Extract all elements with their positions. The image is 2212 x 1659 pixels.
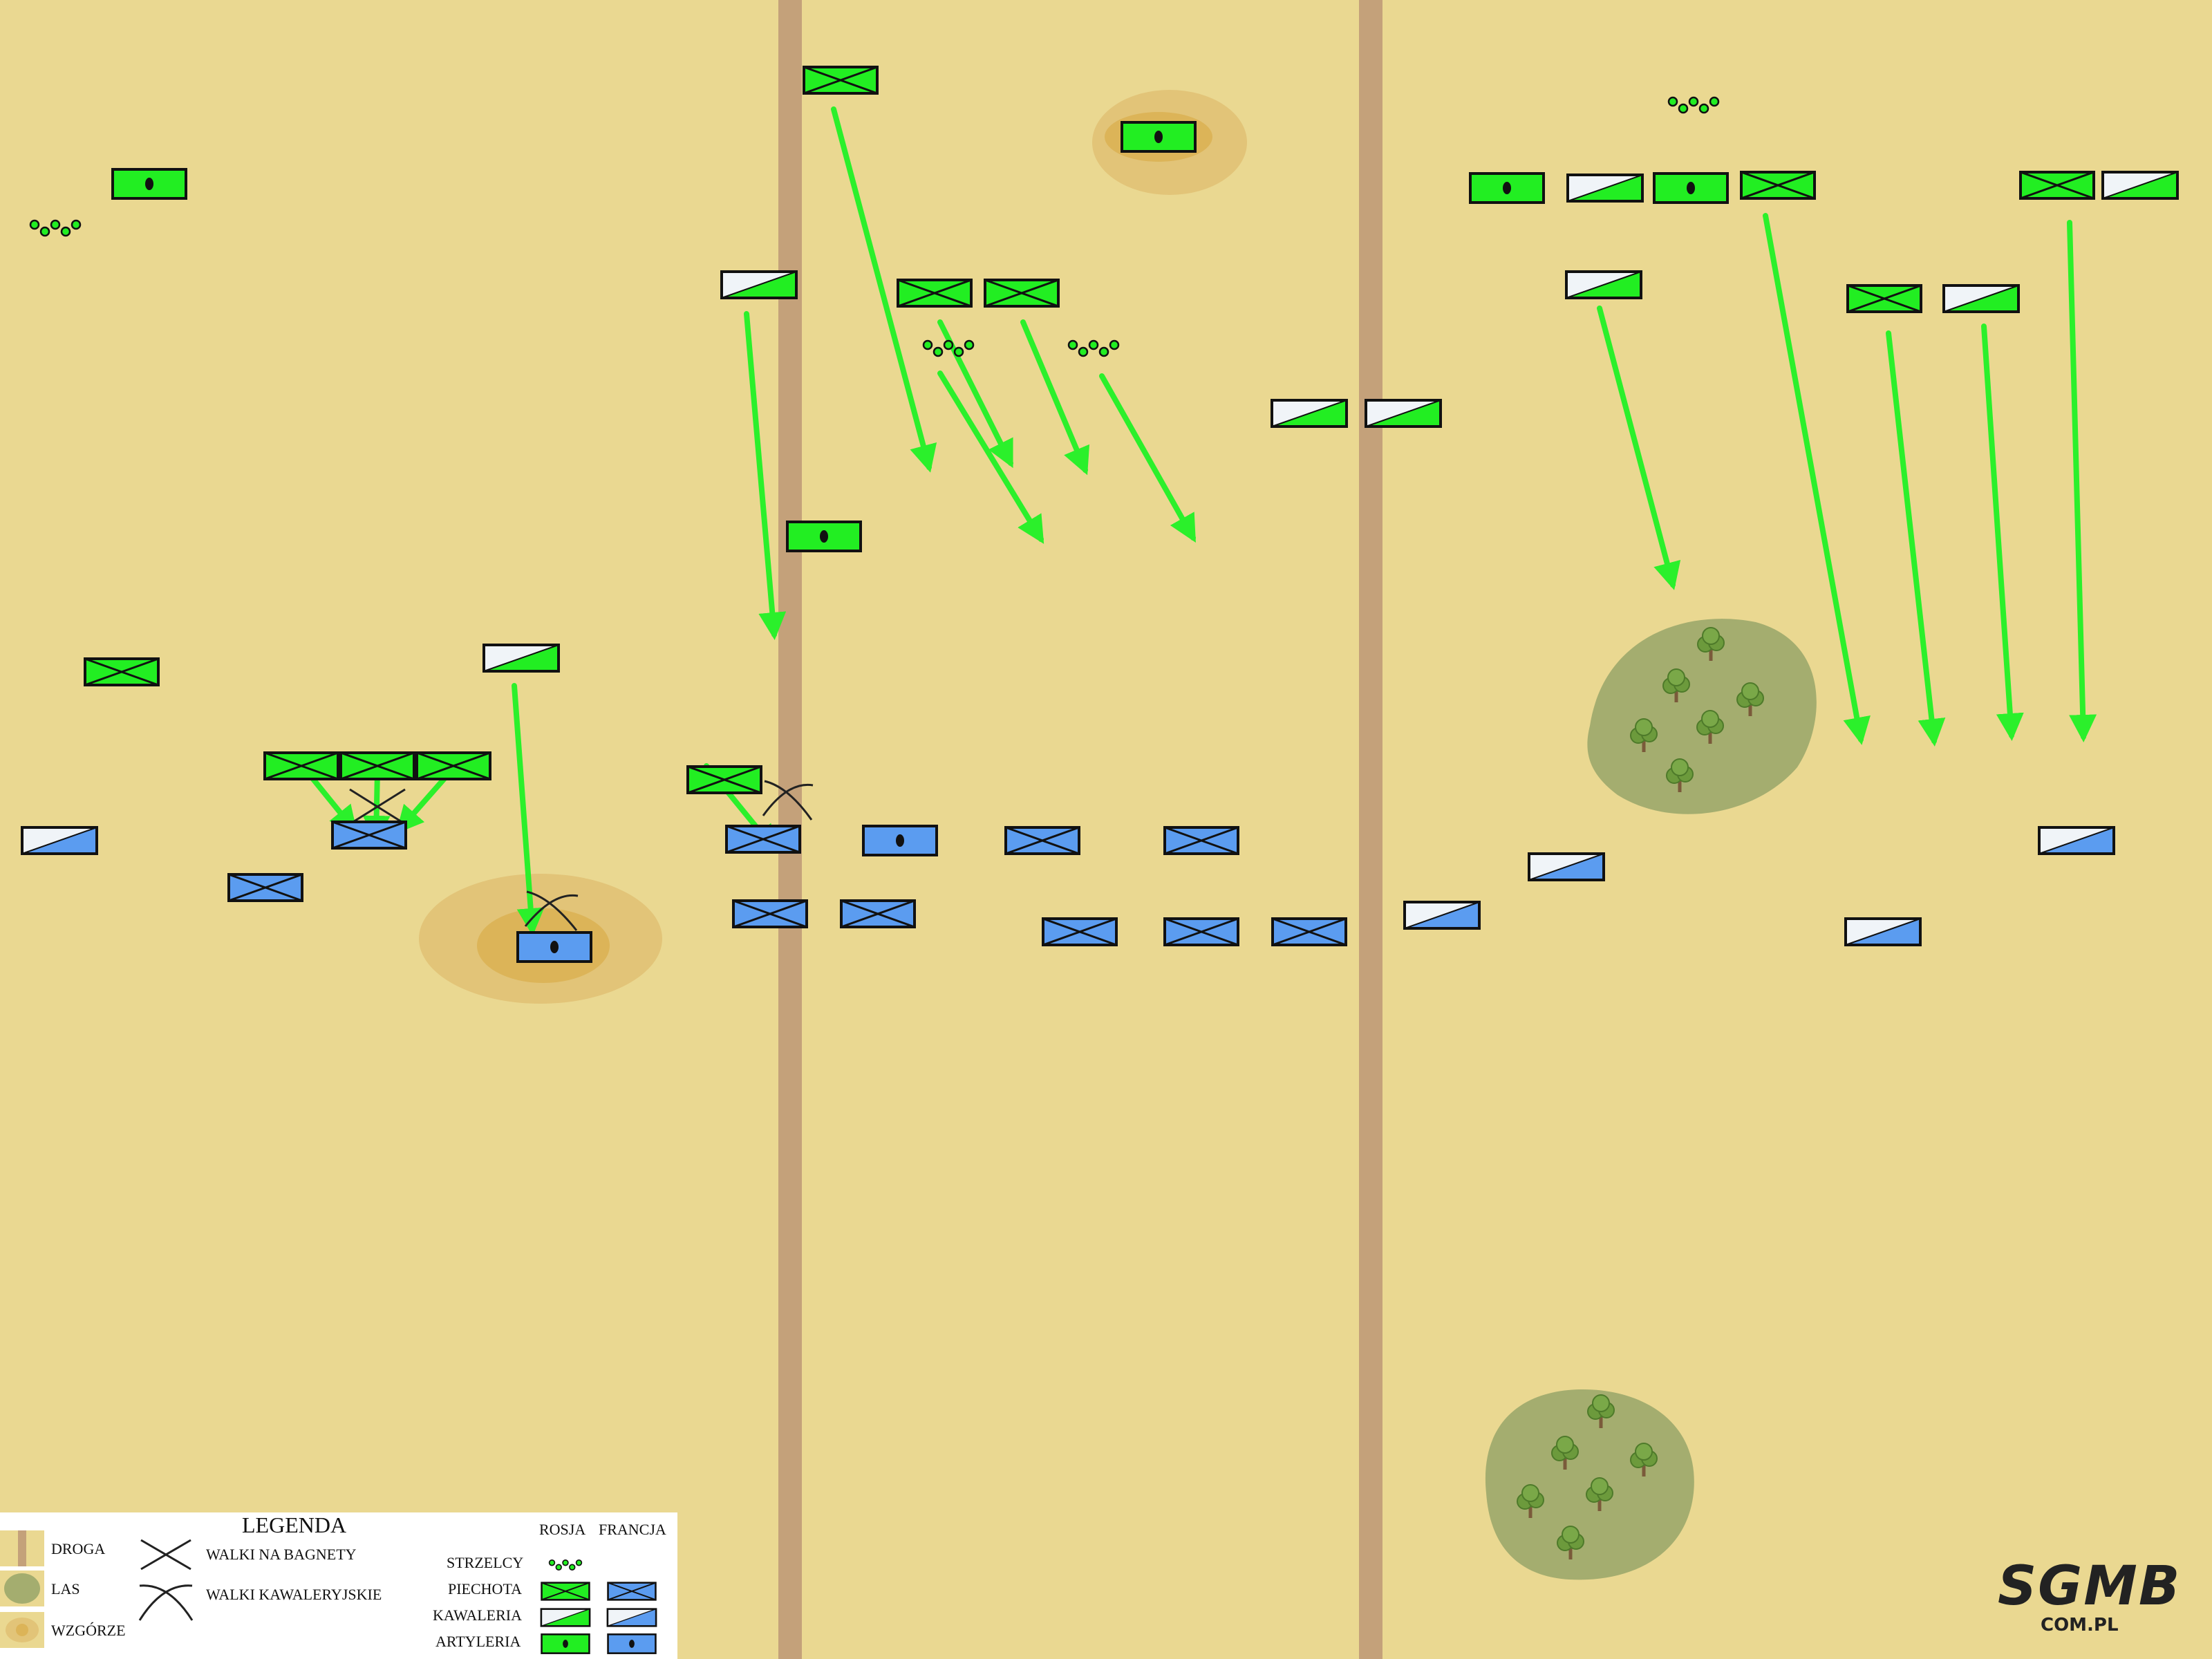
crossed-sabres-icon <box>138 1584 194 1621</box>
russia-infantry-unit <box>1846 284 1922 313</box>
russia-infantry-unit <box>415 751 491 780</box>
russia-cavalry-unit <box>1942 284 2020 313</box>
movement-arrow <box>395 769 453 834</box>
france-infantry-unit <box>1042 917 1118 946</box>
russia-infantry-unit <box>2019 171 2095 200</box>
unit-layer <box>21 66 2179 963</box>
legend: DROGA LAS WZGÓRZE LEGENDA WALKI NA BAGNE… <box>0 1512 677 1659</box>
russia-infantry-unit <box>339 751 415 780</box>
legend-cavalry-label: KAWALERIA <box>433 1606 522 1624</box>
movement-arrow <box>831 106 937 473</box>
legend-road-label: DROGA <box>51 1540 106 1557</box>
crossed-sabres-icon <box>524 890 579 931</box>
forest-south <box>1485 1389 1694 1580</box>
russia-infantry-unit <box>263 751 339 780</box>
russia-infantry-unit <box>984 279 1060 308</box>
logo-sub-text: COM.PL <box>2041 1615 2119 1635</box>
legend-col-france: FRANCJA <box>599 1521 666 1538</box>
legend-skirmishers-label: STRZELCY <box>447 1554 524 1571</box>
crossed-sabres-icon <box>762 780 814 821</box>
logo-main-text: SGMB <box>1998 1555 2182 1618</box>
france-artillery-unit <box>862 825 938 856</box>
france-cavalry-unit <box>2038 826 2115 855</box>
russia-artillery-unit <box>1469 172 1545 204</box>
russia-skirmishers-unit <box>548 1559 583 1571</box>
france-cavalry-unit <box>21 826 98 855</box>
crossed-bayonets-icon <box>349 788 406 825</box>
legend-hill-label: WZGÓRZE <box>51 1622 126 1639</box>
russia-infantry-unit <box>84 657 160 686</box>
france-cavalry-unit <box>606 1608 657 1627</box>
movement-arrow <box>937 371 1044 544</box>
france-cavalry-unit <box>1844 917 1922 946</box>
russia-skirmishers-unit <box>1667 96 1720 114</box>
legend-forest-label: LAS <box>51 1580 80 1597</box>
legend-artillery-label: ARTYLERIA <box>435 1633 521 1650</box>
movement-arrow <box>2067 220 2097 742</box>
russia-cavalry-unit <box>720 270 798 299</box>
france-infantry-unit <box>725 825 801 854</box>
france-infantry-unit <box>1004 826 1080 855</box>
forest-north <box>1587 619 1817 814</box>
movement-arrow <box>1981 324 2024 741</box>
legend-col-russia: ROSJA <box>539 1521 586 1538</box>
combat-markers <box>349 780 814 931</box>
russia-skirmishers-unit <box>29 219 82 237</box>
france-infantry-unit <box>607 1582 657 1601</box>
france-infantry-unit <box>331 821 407 850</box>
movement-arrow <box>1886 330 1946 747</box>
crossed-bayonets-icon <box>140 1539 191 1571</box>
russia-cavalry-unit <box>540 1608 591 1627</box>
russia-skirmishers-unit <box>1067 339 1120 357</box>
forest-swatch <box>0 1571 44 1606</box>
france-infantry-unit <box>840 899 916 928</box>
russia-infantry-unit <box>803 66 879 95</box>
russia-infantry-unit <box>541 1582 590 1601</box>
russia-infantry-unit <box>897 279 973 308</box>
legend-bayonet-label: WALKI NA BAGNETY <box>206 1546 357 1563</box>
france-infantry-unit <box>732 899 808 928</box>
russia-cavalry-unit <box>1566 174 1644 203</box>
site-logo: SGMB COM.PL <box>1991 1555 2198 1652</box>
legend-symbols <box>540 1559 657 1654</box>
russia-cavalry-unit <box>2101 171 2179 200</box>
russia-artillery-unit <box>1121 121 1197 153</box>
road-swatch <box>0 1530 44 1566</box>
legend-infantry-label: PIECHOTA <box>448 1580 523 1597</box>
movement-arrow <box>1020 319 1090 476</box>
france-artillery-unit <box>516 931 592 963</box>
legend-cavalry-fight-label: WALKI KAWALERYJSKIE <box>206 1586 382 1603</box>
movement-arrow <box>1099 373 1196 543</box>
france-cavalry-unit <box>1528 852 1605 881</box>
russia-artillery-unit <box>541 1633 590 1654</box>
russia-artillery-unit <box>1653 172 1729 204</box>
movement-arrow <box>744 311 787 640</box>
hill-swatch <box>0 1612 44 1648</box>
france-infantry-unit <box>1163 917 1239 946</box>
movement-arrow <box>1597 306 1681 590</box>
france-infantry-unit <box>1163 826 1239 855</box>
movement-arrow <box>512 683 545 936</box>
russia-artillery-unit <box>786 521 862 552</box>
russia-skirmishers-unit <box>922 339 975 357</box>
russia-infantry-unit <box>1740 171 1816 200</box>
france-infantry-unit <box>1271 917 1347 946</box>
movement-arrows <box>304 106 2097 936</box>
russia-cavalry-unit <box>482 644 560 673</box>
russia-infantry-unit <box>686 765 762 794</box>
russia-artillery-unit <box>111 168 187 200</box>
road-east <box>1359 0 1382 1659</box>
legend-title: LEGENDA <box>242 1512 347 1537</box>
russia-cavalry-unit <box>1365 399 1442 428</box>
russia-cavalry-unit <box>1271 399 1348 428</box>
france-cavalry-unit <box>1403 901 1481 930</box>
france-infantry-unit <box>227 873 303 902</box>
movement-arrow <box>304 769 358 834</box>
russia-cavalry-unit <box>1565 270 1642 299</box>
france-artillery-unit <box>607 1633 657 1654</box>
movement-arrow <box>1763 213 1871 745</box>
